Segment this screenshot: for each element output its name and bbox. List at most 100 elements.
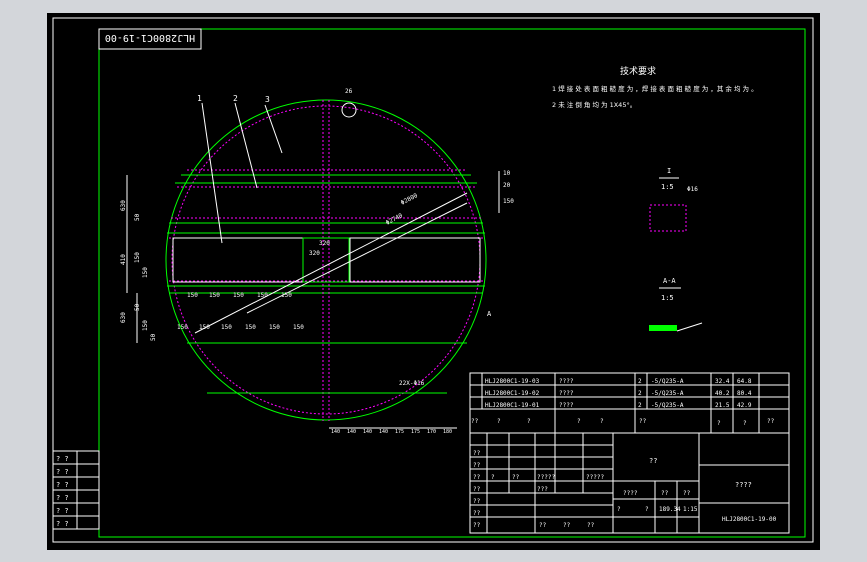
svg-text:?: ? bbox=[491, 474, 495, 481]
svg-text:150: 150 bbox=[221, 324, 232, 331]
svg-text:50: 50 bbox=[134, 303, 141, 311]
outer-frame bbox=[52, 17, 814, 543]
svg-text:150: 150 bbox=[503, 198, 514, 205]
stamp-4: ? ? bbox=[56, 494, 69, 502]
tech-req-line1: 1 焊 接 处 表 面 粗 糙 度 为 ，焊 接 表 面 粗 糙 度 为 ，其 … bbox=[552, 84, 758, 93]
svg-text:???: ??? bbox=[537, 486, 548, 493]
stamp-6: ? ? bbox=[56, 520, 69, 528]
svg-text:??: ?? bbox=[473, 510, 481, 517]
left-dims: 630 50 410 150 150 630 50 150 50 bbox=[120, 175, 157, 343]
svg-text:410: 410 bbox=[120, 254, 127, 265]
svg-text:??: ?? bbox=[563, 522, 571, 529]
dim-w320b: 320 bbox=[309, 250, 320, 257]
cad-viewport[interactable]: HLJ2800C1-19-00 ? ? ? ? ? ? ? ? ? ? ? ? bbox=[47, 13, 820, 550]
row-dims: 150 150 150 150 150 150 150 150 150 150 … bbox=[177, 292, 304, 331]
svg-text:?: ? bbox=[600, 418, 604, 425]
svg-text:??: ?? bbox=[512, 474, 520, 481]
svg-text:?: ? bbox=[577, 418, 581, 425]
left-stamp-table bbox=[52, 450, 100, 530]
dim-w320a: 320 bbox=[319, 240, 330, 247]
title-block-text: ?? ???? HLJ2800C1-19-00 ???? ?? ?? 189.3… bbox=[473, 450, 777, 529]
svg-text:??: ?? bbox=[649, 457, 657, 465]
callout-2: 2 bbox=[233, 94, 238, 103]
svg-text:150: 150 bbox=[187, 292, 198, 299]
svg-text:-5/Q235-A: -5/Q235-A bbox=[651, 402, 684, 409]
svg-text:175: 175 bbox=[411, 429, 420, 435]
svg-text:HLJ2800C1-19-00: HLJ2800C1-19-00 bbox=[722, 516, 777, 523]
svg-text:??: ?? bbox=[473, 474, 481, 481]
svg-text:150: 150 bbox=[281, 292, 292, 299]
svg-text:?: ? bbox=[617, 506, 621, 513]
callout-3: 3 bbox=[265, 95, 270, 104]
svg-text:32.4: 32.4 bbox=[715, 378, 730, 385]
svg-text:HLJ2800C1-19-01: HLJ2800C1-19-01 bbox=[485, 402, 540, 409]
svg-text:??: ?? bbox=[473, 498, 481, 505]
svg-text:HLJ2800C1-19-03: HLJ2800C1-19-03 bbox=[485, 378, 540, 385]
svg-text:??: ?? bbox=[683, 490, 691, 497]
svg-text:??: ?? bbox=[473, 486, 481, 493]
svg-text:175: 175 bbox=[395, 429, 404, 435]
stamp-5: ? ? bbox=[56, 507, 69, 515]
svg-text:HLJ2800C1-19-02: HLJ2800C1-19-02 bbox=[485, 390, 540, 397]
svg-text:?????: ????? bbox=[586, 474, 604, 481]
svg-text:????: ???? bbox=[559, 390, 574, 397]
svg-text:??: ?? bbox=[473, 462, 481, 469]
svg-text:??: ?? bbox=[639, 418, 647, 425]
svg-text:????: ???? bbox=[559, 402, 574, 409]
svg-text:?: ? bbox=[527, 418, 531, 425]
svg-text:??: ?? bbox=[767, 418, 775, 425]
svg-text:150: 150 bbox=[142, 320, 149, 331]
svg-text:140: 140 bbox=[331, 429, 340, 435]
svg-text:?: ? bbox=[645, 506, 649, 513]
svg-text:2: 2 bbox=[638, 402, 642, 409]
stamp-3: ? ? bbox=[56, 481, 69, 489]
svg-text:50: 50 bbox=[134, 213, 141, 221]
svg-text:150: 150 bbox=[269, 324, 280, 331]
svg-text:-5/Q235-A: -5/Q235-A bbox=[651, 378, 684, 385]
svg-text:Φ16: Φ16 bbox=[687, 186, 698, 193]
drawing-number-box bbox=[98, 28, 202, 50]
svg-text:?: ? bbox=[717, 420, 721, 427]
callout-1: 1 bbox=[197, 94, 202, 103]
bom-rows: HLJ2800C1-19-03 ???? 2 -5/Q235-A 32.4 64… bbox=[471, 378, 775, 427]
dim-dia-inner: Φ2740 bbox=[385, 212, 405, 227]
svg-text:??: ?? bbox=[471, 418, 479, 425]
plate-view bbox=[165, 99, 487, 421]
svg-text:20: 20 bbox=[503, 182, 511, 189]
svg-text:150: 150 bbox=[293, 324, 304, 331]
stamp-1: ? ? bbox=[56, 455, 69, 463]
svg-text:150: 150 bbox=[177, 324, 188, 331]
svg-text:150: 150 bbox=[245, 324, 256, 331]
svg-text:2: 2 bbox=[638, 378, 642, 385]
svg-text:40.2: 40.2 bbox=[715, 390, 730, 397]
drawing-number: HLJ2800C1-19-00 bbox=[105, 32, 195, 43]
svg-text:140: 140 bbox=[379, 429, 388, 435]
svg-text:??: ?? bbox=[587, 522, 595, 529]
svg-text:??: ?? bbox=[473, 522, 481, 529]
section-aa: A-A 1:5 bbox=[649, 277, 703, 332]
svg-text:????: ???? bbox=[623, 490, 638, 497]
svg-text:150: 150 bbox=[209, 292, 220, 299]
svg-text:170: 170 bbox=[427, 429, 436, 435]
svg-text:??: ?? bbox=[473, 450, 481, 457]
svg-text:80.4: 80.4 bbox=[737, 390, 752, 397]
title-block bbox=[469, 432, 790, 534]
svg-text:150: 150 bbox=[134, 252, 141, 263]
svg-text:1:15: 1:15 bbox=[683, 506, 698, 513]
section-mark-a: A bbox=[487, 310, 492, 318]
svg-text:A-A: A-A bbox=[663, 277, 676, 285]
stamp-2: ? ? bbox=[56, 468, 69, 476]
cad-drawing: HLJ2800C1-19-00 ? ? ? ? ? ? ? ? ? ? ? ? bbox=[52, 17, 814, 543]
svg-text:140: 140 bbox=[363, 429, 372, 435]
svg-text:630: 630 bbox=[120, 312, 127, 323]
tech-req-line2: 2 未 注 倒 角 均 为 1X45°。 bbox=[552, 100, 636, 109]
svg-text:42.9: 42.9 bbox=[737, 402, 752, 409]
svg-text:??: ?? bbox=[661, 490, 669, 497]
svg-text:150: 150 bbox=[233, 292, 244, 299]
svg-text:10: 10 bbox=[503, 170, 511, 177]
right-dims: 10 20 150 bbox=[498, 170, 514, 213]
detail-i: I 1:5 Φ16 bbox=[649, 167, 698, 232]
svg-text:140: 140 bbox=[347, 429, 356, 435]
bottom-chain-dims: 140 140 140 140 175 175 170 180 bbox=[329, 427, 457, 435]
svg-text:150: 150 bbox=[142, 267, 149, 278]
